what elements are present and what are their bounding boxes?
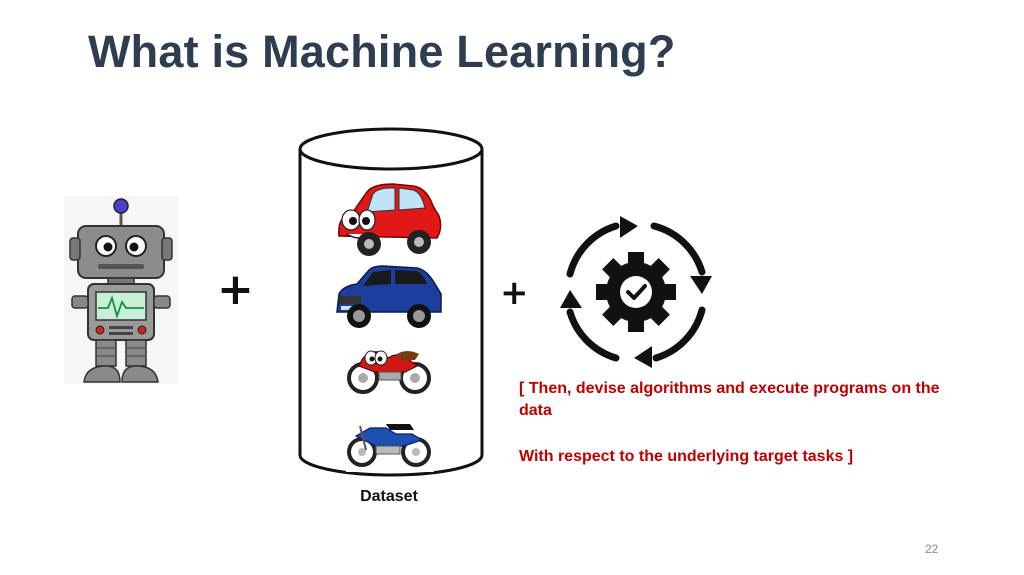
note-line-1: [ Then, devise algorithms and execute pr… <box>519 380 940 419</box>
plus-sign-right: + <box>500 273 529 313</box>
dataset-label: Dataset <box>360 488 418 505</box>
algorithm-note: [ Then, devise algorithms and execute pr… <box>519 378 969 468</box>
gear-cycle-icon <box>560 216 712 368</box>
blue-motorcycle-image <box>346 406 434 472</box>
blue-suv-image <box>333 262 445 334</box>
slide-title: What is Machine Learning? <box>88 26 676 77</box>
note-line-2: With respect to the underlying target ta… <box>519 448 854 465</box>
red-motorcycle-image <box>345 338 433 396</box>
robot-illustration <box>64 196 178 384</box>
page-number: 22 <box>925 542 939 556</box>
plus-sign-left: + <box>217 264 254 315</box>
red-car-image <box>333 178 445 262</box>
